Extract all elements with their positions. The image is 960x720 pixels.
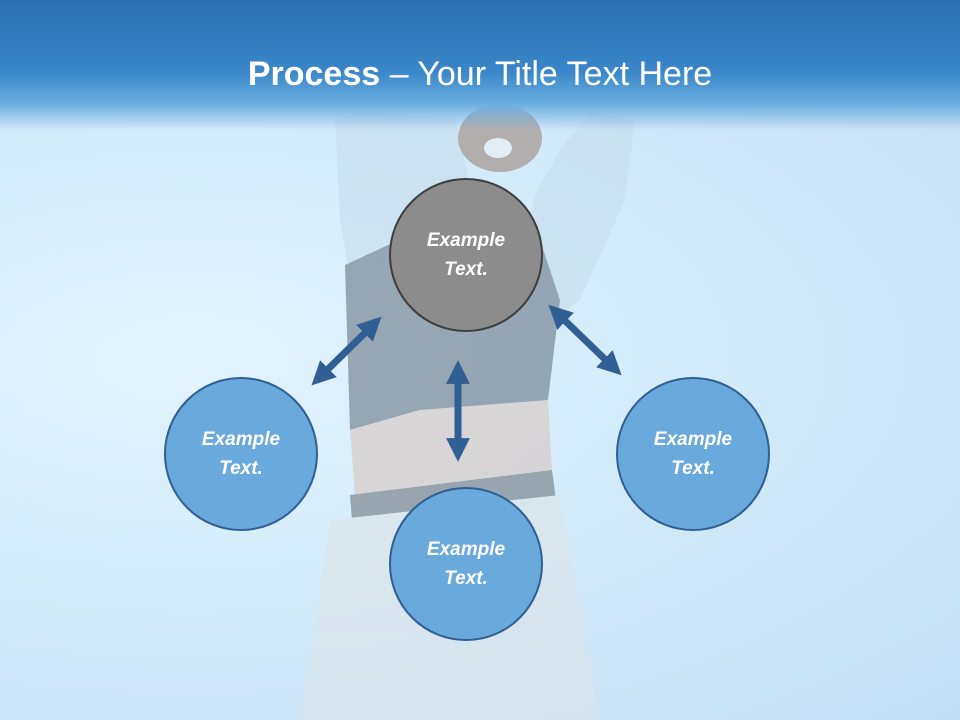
title-bar [0, 0, 960, 130]
node-top: Example Text. [389, 178, 543, 332]
node-bottom-label: Example Text. [426, 539, 506, 589]
double-arrow-upright-icon [548, 304, 622, 376]
node-right-label: Example Text. [653, 429, 733, 479]
slide-title-rest: – Your Title Text Here [380, 55, 713, 93]
node-left: Example Text. [164, 377, 318, 531]
double-arrow-upleft-icon [311, 316, 382, 386]
slide-title-bold: Process [247, 55, 381, 93]
node-right: Example Text. [616, 377, 770, 531]
node-top-label: Example Text. [426, 230, 506, 280]
slide-title: Process – Your Title Text Here [0, 52, 960, 96]
node-left-label: Example Text. [201, 429, 281, 479]
node-bottom: Example Text. [389, 487, 543, 641]
